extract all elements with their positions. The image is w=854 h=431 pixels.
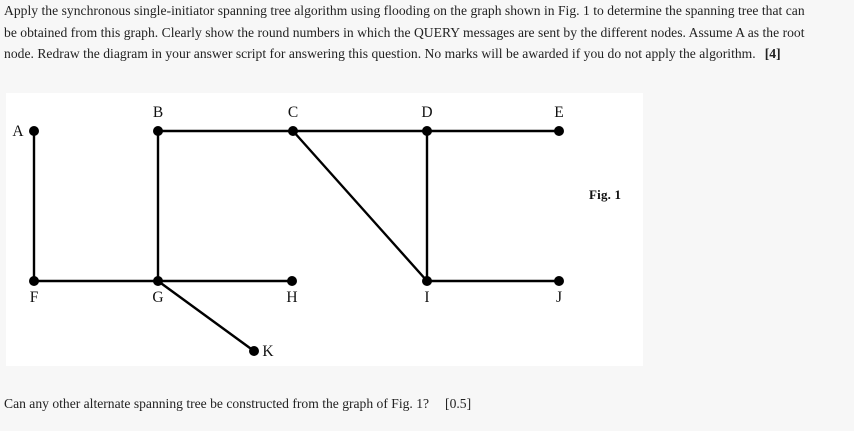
graph-node-h xyxy=(287,276,297,286)
question-body: Apply the synchronous single-initiator s… xyxy=(4,3,805,61)
graph-node-k xyxy=(249,346,259,356)
graph-diagram: A B C D E F G H I J K xyxy=(12,104,564,360)
question-text-block: Apply the synchronous single-initiator s… xyxy=(4,0,810,65)
followup-body: Can any other alternate spanning tree be… xyxy=(4,396,430,411)
graph-node-a xyxy=(29,126,39,136)
graph-node-d xyxy=(422,126,432,136)
graph-node-j xyxy=(554,276,564,286)
graph-node-b xyxy=(153,126,163,136)
graph-node-label-g: G xyxy=(152,289,163,306)
graph-node-label-k: K xyxy=(262,343,274,360)
graph-edge-group xyxy=(32,129,561,353)
figure-caption: Fig. 1 xyxy=(589,187,622,202)
graph-node-label-c: C xyxy=(288,104,298,121)
graph-node-label-i: I xyxy=(424,289,429,306)
graph-edge-c-i xyxy=(291,129,429,283)
question-marks: [4] xyxy=(764,46,781,61)
graph-node-label-f: F xyxy=(30,289,39,306)
graph-node-g xyxy=(153,276,163,286)
graph-node-label-a: A xyxy=(12,123,24,140)
graph-node-label-e: E xyxy=(554,104,563,121)
graph-node-c xyxy=(288,126,298,136)
followup-question-block: Can any other alternate spanning tree be… xyxy=(4,393,810,414)
graph-node-label-b: B xyxy=(153,104,163,121)
graph-node-i xyxy=(422,276,432,286)
graph-node-e xyxy=(554,126,564,136)
graph-node-group: A B C D E F G H I J K xyxy=(12,104,564,360)
figure-panel: A B C D E F G H I J K xyxy=(6,93,643,366)
graph-node-label-h: H xyxy=(286,289,297,306)
followup-marks: [0.5] xyxy=(445,396,472,411)
graph-node-label-d: D xyxy=(421,104,432,121)
graph-edge-g-k xyxy=(156,279,256,353)
graph-node-f xyxy=(29,276,39,286)
graph-node-label-j: J xyxy=(556,289,562,306)
